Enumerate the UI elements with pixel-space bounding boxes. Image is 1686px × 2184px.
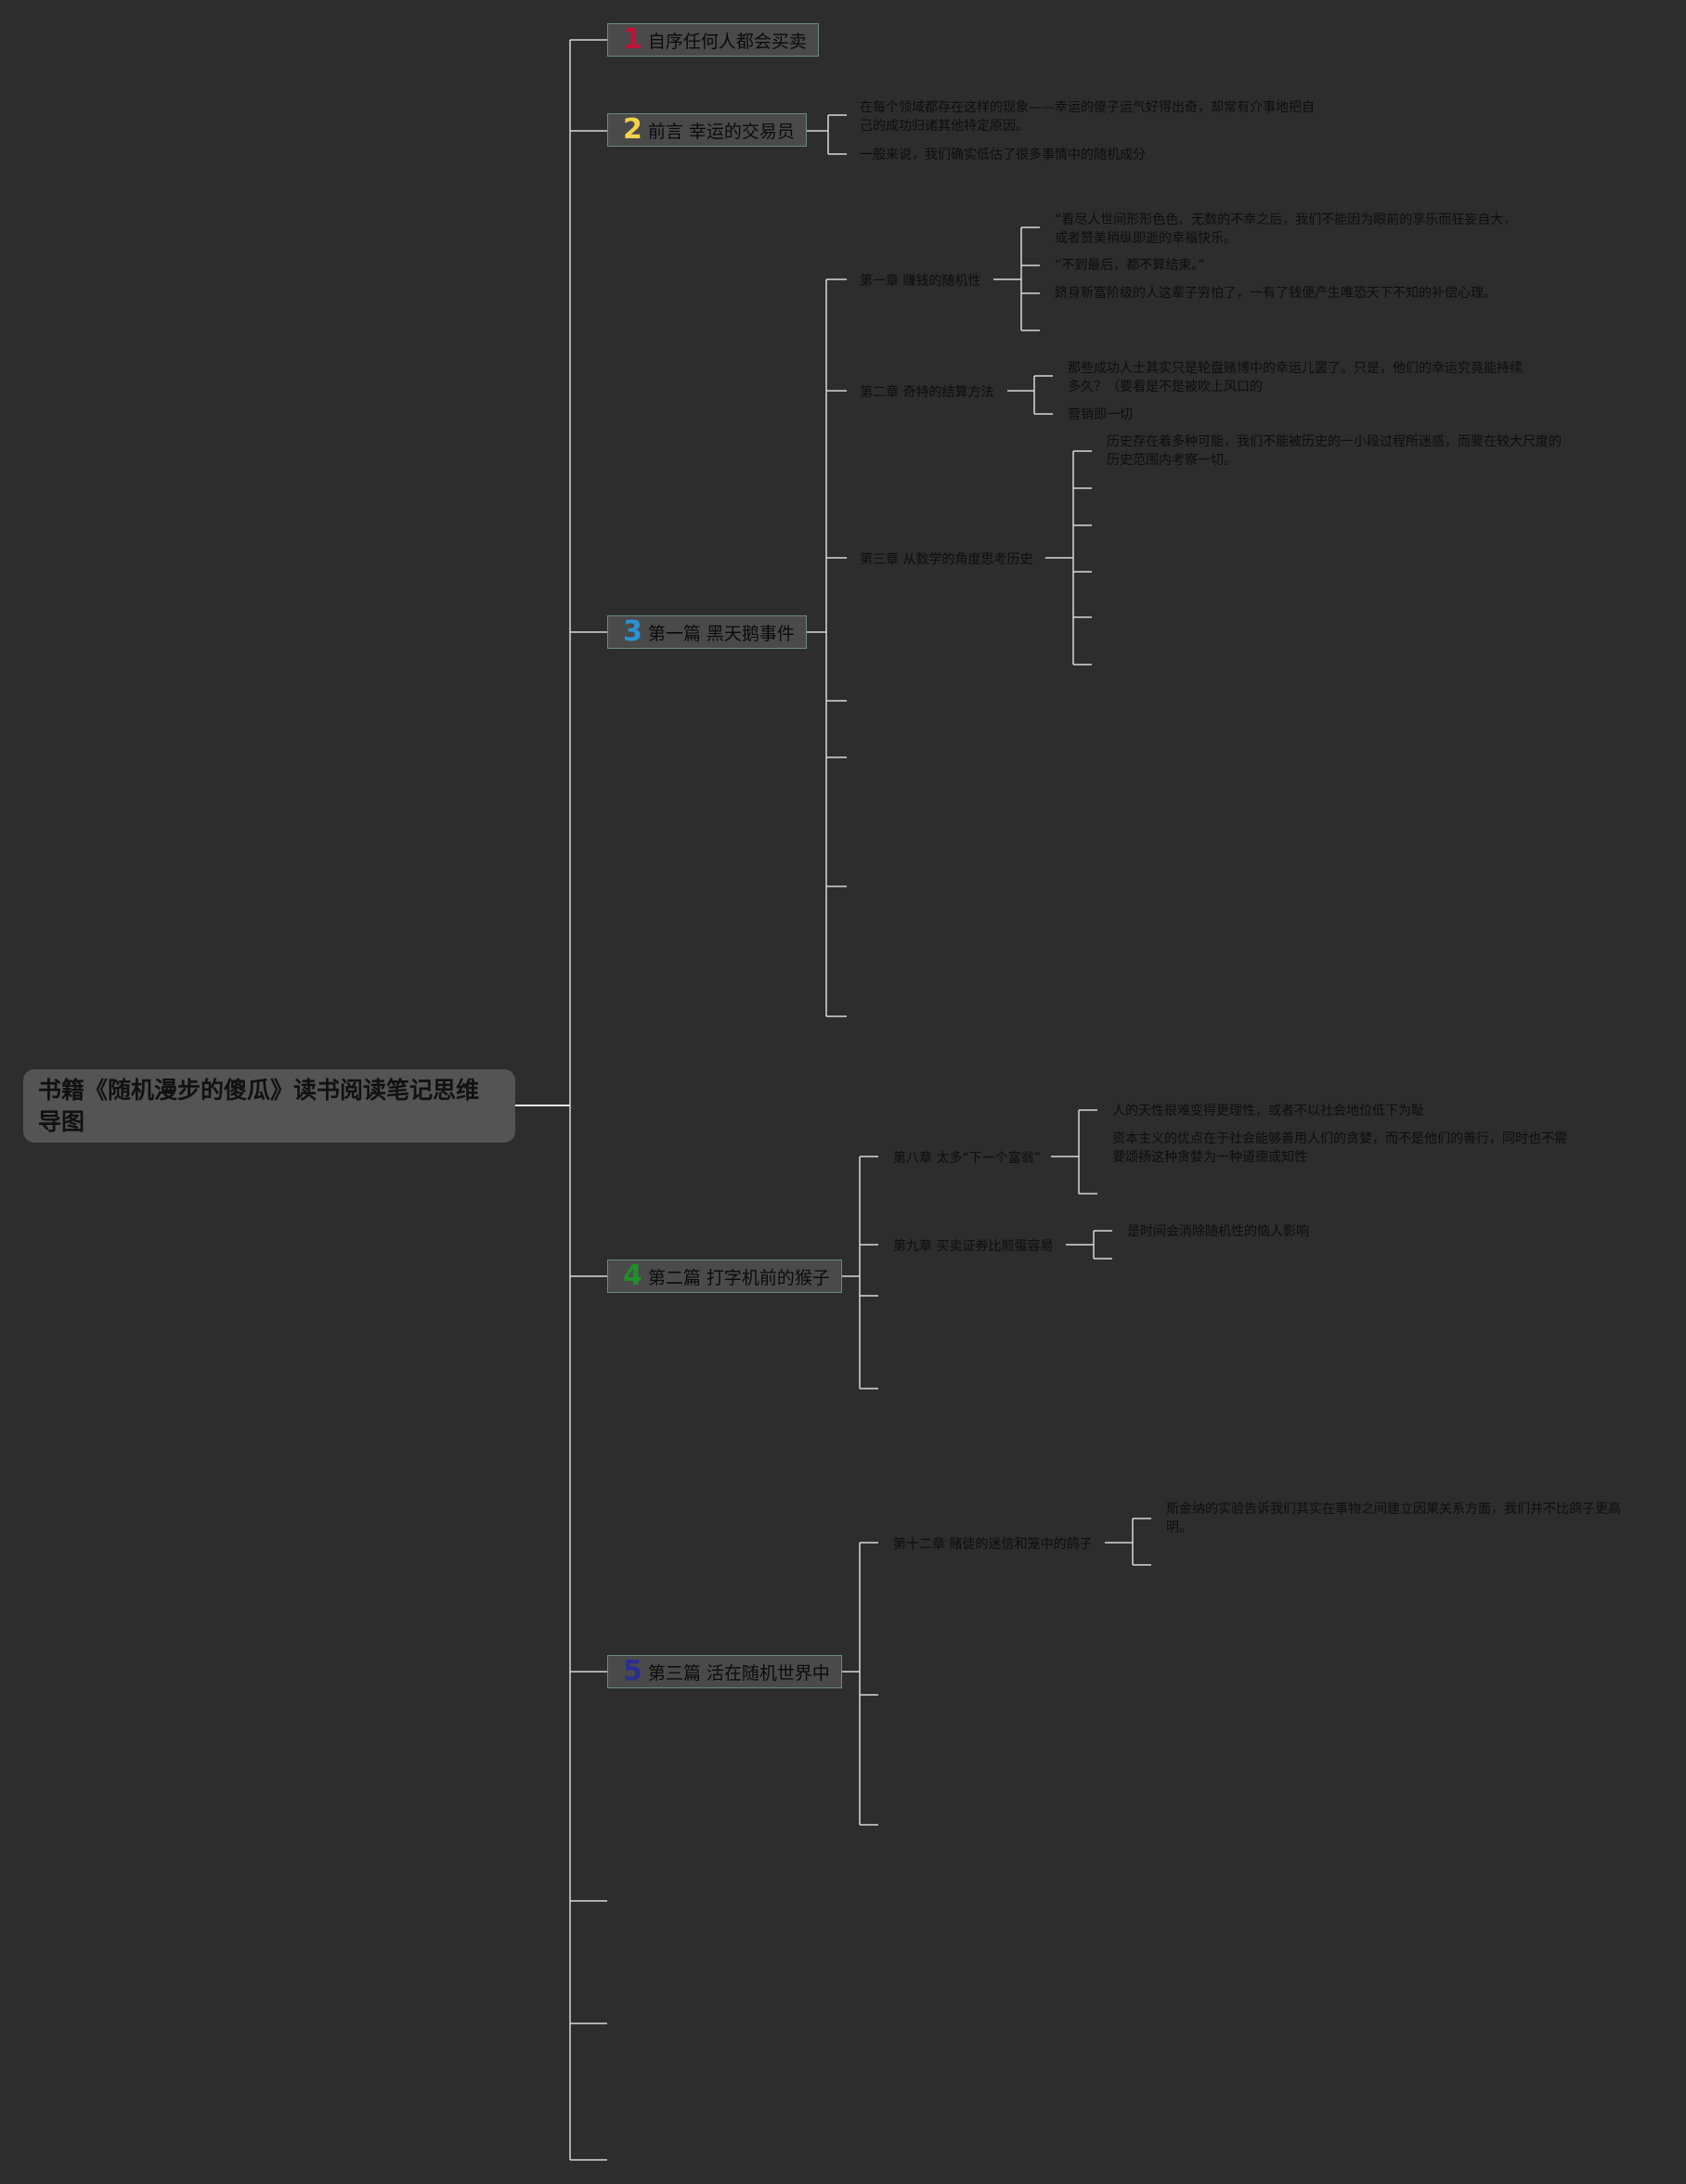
chapter-2-note: 营销即一切 bbox=[1068, 407, 1133, 422]
topic-label: 第二篇 打字机前的猴子 bbox=[647, 1267, 830, 1288]
topic-part-one[interactable]: 3 第一篇 黑天鹅事件 bbox=[607, 615, 807, 649]
chapter-8-note: 人的天性很难变得更理性，或者不以社会地位低下为耻 bbox=[1112, 1104, 1424, 1118]
topic-label: 第一篇 黑天鹅事件 bbox=[647, 623, 795, 644]
topic-number: 3 bbox=[623, 615, 642, 648]
topic-label: 自序任何人都会买卖 bbox=[647, 31, 807, 52]
topic-preface-author[interactable]: 1 自序任何人都会买卖 bbox=[607, 23, 819, 57]
chapter-3[interactable]: 第三章 从数学的角度思考历史 bbox=[860, 552, 1033, 567]
chapter-1[interactable]: 第一章 赚钱的随机性 bbox=[860, 274, 981, 289]
chapter-1-note: “不到最后，都不算结束。” bbox=[1055, 258, 1205, 273]
topic-label: 前言 幸运的交易员 bbox=[647, 121, 795, 142]
chapter-8-note: 资本主义的优点在于社会能够善用人们的贪婪，而不是他们的善行，同时也不需要颂扬这种… bbox=[1112, 1131, 1567, 1165]
chapter-8[interactable]: 第八章 太多“下一个富翁” bbox=[893, 1151, 1041, 1166]
chapter-12-note: 斯金纳的实验告诉我们其实在事物之间建立因果关系方面，我们并不比鸽子更高明。 bbox=[1166, 1502, 1621, 1535]
chapter-9-note: 是时间会消除随机性的恼人影响 bbox=[1127, 1224, 1309, 1239]
topic-number: 4 bbox=[623, 1260, 642, 1292]
root-title: 书籍《随机漫步的傻瓜》读书阅读笔记思维导图 bbox=[38, 1077, 480, 1135]
root-node[interactable]: 书籍《随机漫步的傻瓜》读书阅读笔记思维导图 bbox=[23, 1069, 515, 1143]
topic-part-two[interactable]: 4 第二篇 打字机前的猴子 bbox=[607, 1260, 842, 1293]
chapter-2-note: 那些成功人士其实只是轮盘赌博中的幸运儿罢了。只是，他们的幸运究竟能持续多久？（要… bbox=[1068, 361, 1523, 394]
chapter-3-note: 历史存在着多种可能，我们不能被历史的一小段过程所迷惑，而要在较大尺度的历史范围内… bbox=[1107, 434, 1562, 468]
foreword-note: 一般来说，我们确实低估了很多事情中的随机成分 bbox=[860, 148, 1146, 162]
topic-label: 第三篇 活在随机世界中 bbox=[647, 1662, 830, 1684]
chapter-1-note: 跻身新富阶级的人这辈子穷怕了，一有了钱便产生唯恐天下不知的补偿心理。 bbox=[1055, 286, 1497, 301]
chapter-12[interactable]: 第十二章 赌徒的迷信和笼中的鸽子 bbox=[893, 1537, 1093, 1552]
chapter-9[interactable]: 第九章 买卖证券比煎蛋容易 bbox=[893, 1239, 1054, 1254]
topic-number: 5 bbox=[623, 1655, 642, 1687]
topic-number: 2 bbox=[623, 113, 642, 146]
foreword-note: 在每个领域都存在这样的现象——幸运的傻子运气好得出奇，却常有介事地把自己的成功归… bbox=[860, 100, 1315, 134]
topic-foreword[interactable]: 2 前言 幸运的交易员 bbox=[607, 113, 807, 147]
chapter-1-note: “看尽人世间形形色色、无数的不幸之后，我们不能因为眼前的享乐而狂妄自大，或者赞美… bbox=[1055, 213, 1517, 246]
chapter-2[interactable]: 第二章 奇特的结算方法 bbox=[860, 385, 994, 400]
topic-number: 1 bbox=[623, 23, 642, 56]
topic-part-three[interactable]: 5 第三篇 活在随机世界中 bbox=[607, 1655, 842, 1688]
